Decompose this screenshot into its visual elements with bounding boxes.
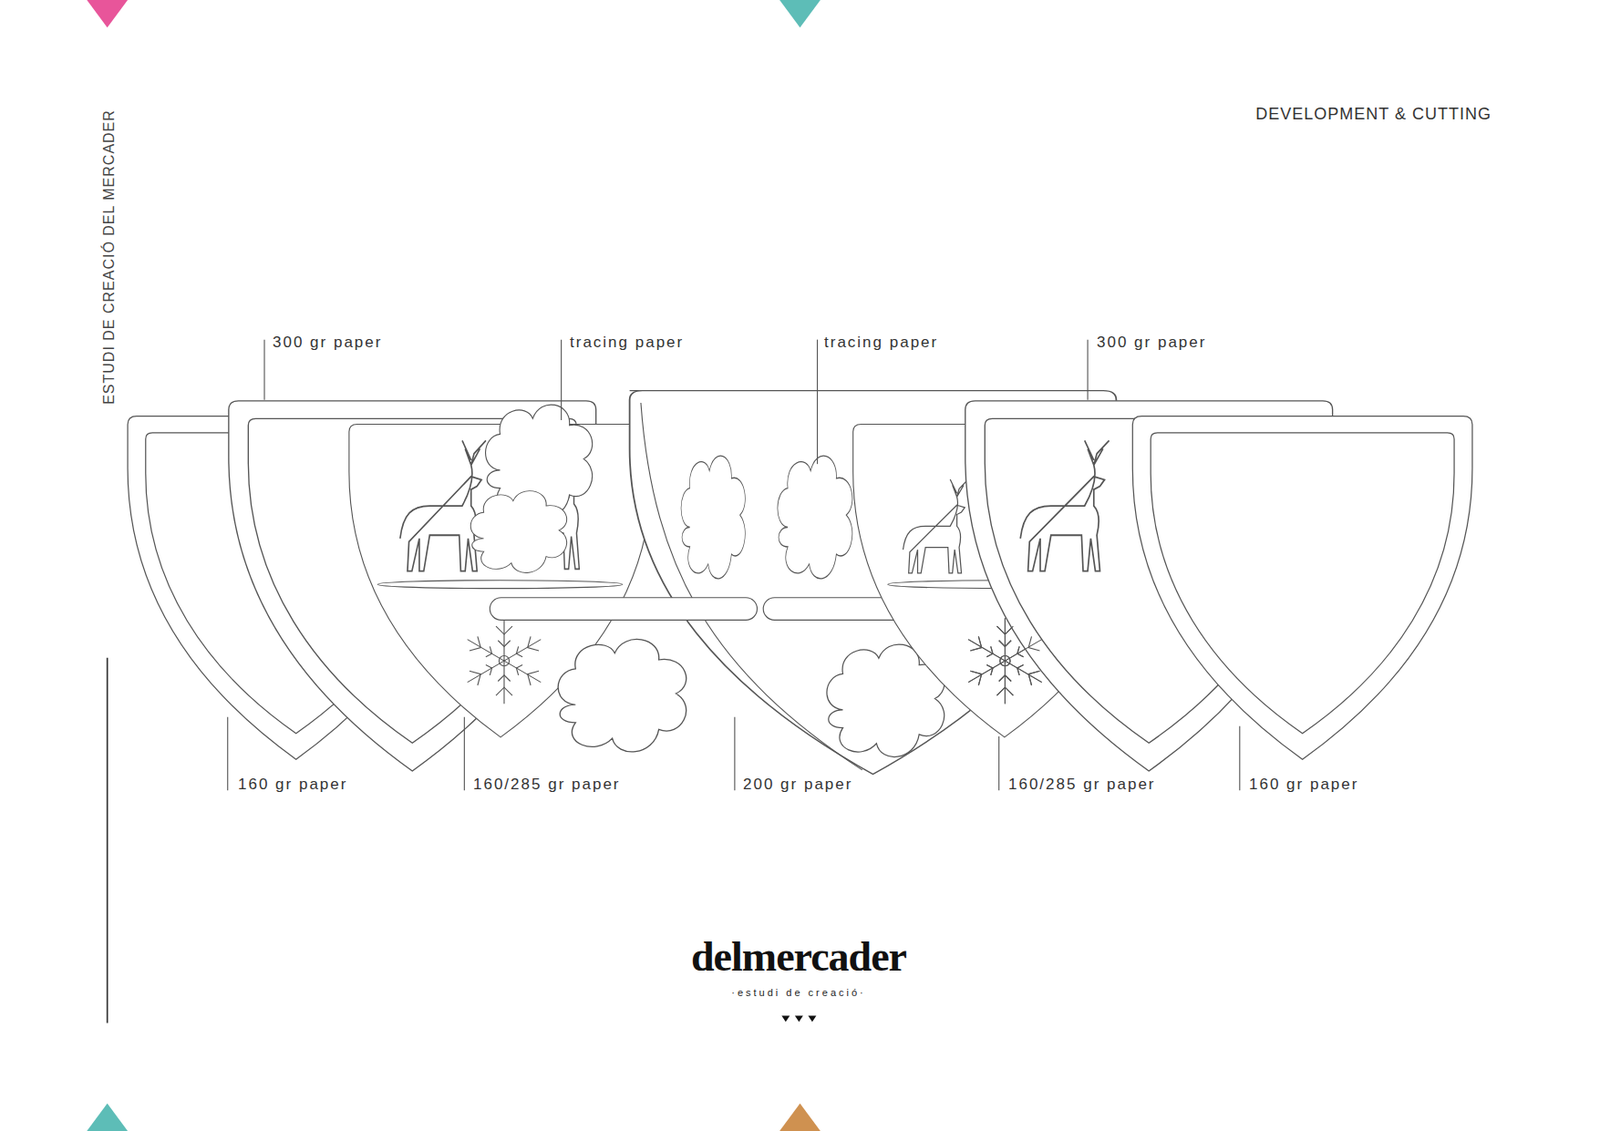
material-label: 160/285 gr paper [473, 775, 621, 795]
material-label: 300 gr paper [1096, 333, 1207, 352]
material-label: 160/285 gr paper [1008, 775, 1157, 795]
material-label: tracing paper [569, 333, 684, 352]
page-title: DEVELOPMENT & CUTTING [1255, 104, 1492, 124]
material-label: tracing paper [824, 333, 939, 352]
side-text: ESTUDI DE CREACIÓ DEL MERCADER [101, 109, 118, 405]
brand-logo: delmercader [691, 932, 907, 981]
brand-tagline: ·estudi de creació· [731, 987, 867, 999]
material-label: 300 gr paper [272, 333, 382, 352]
material-label: 160 gr paper [237, 775, 348, 795]
material-label: 160 gr paper [1249, 775, 1359, 795]
material-label: 200 gr paper [743, 775, 853, 795]
